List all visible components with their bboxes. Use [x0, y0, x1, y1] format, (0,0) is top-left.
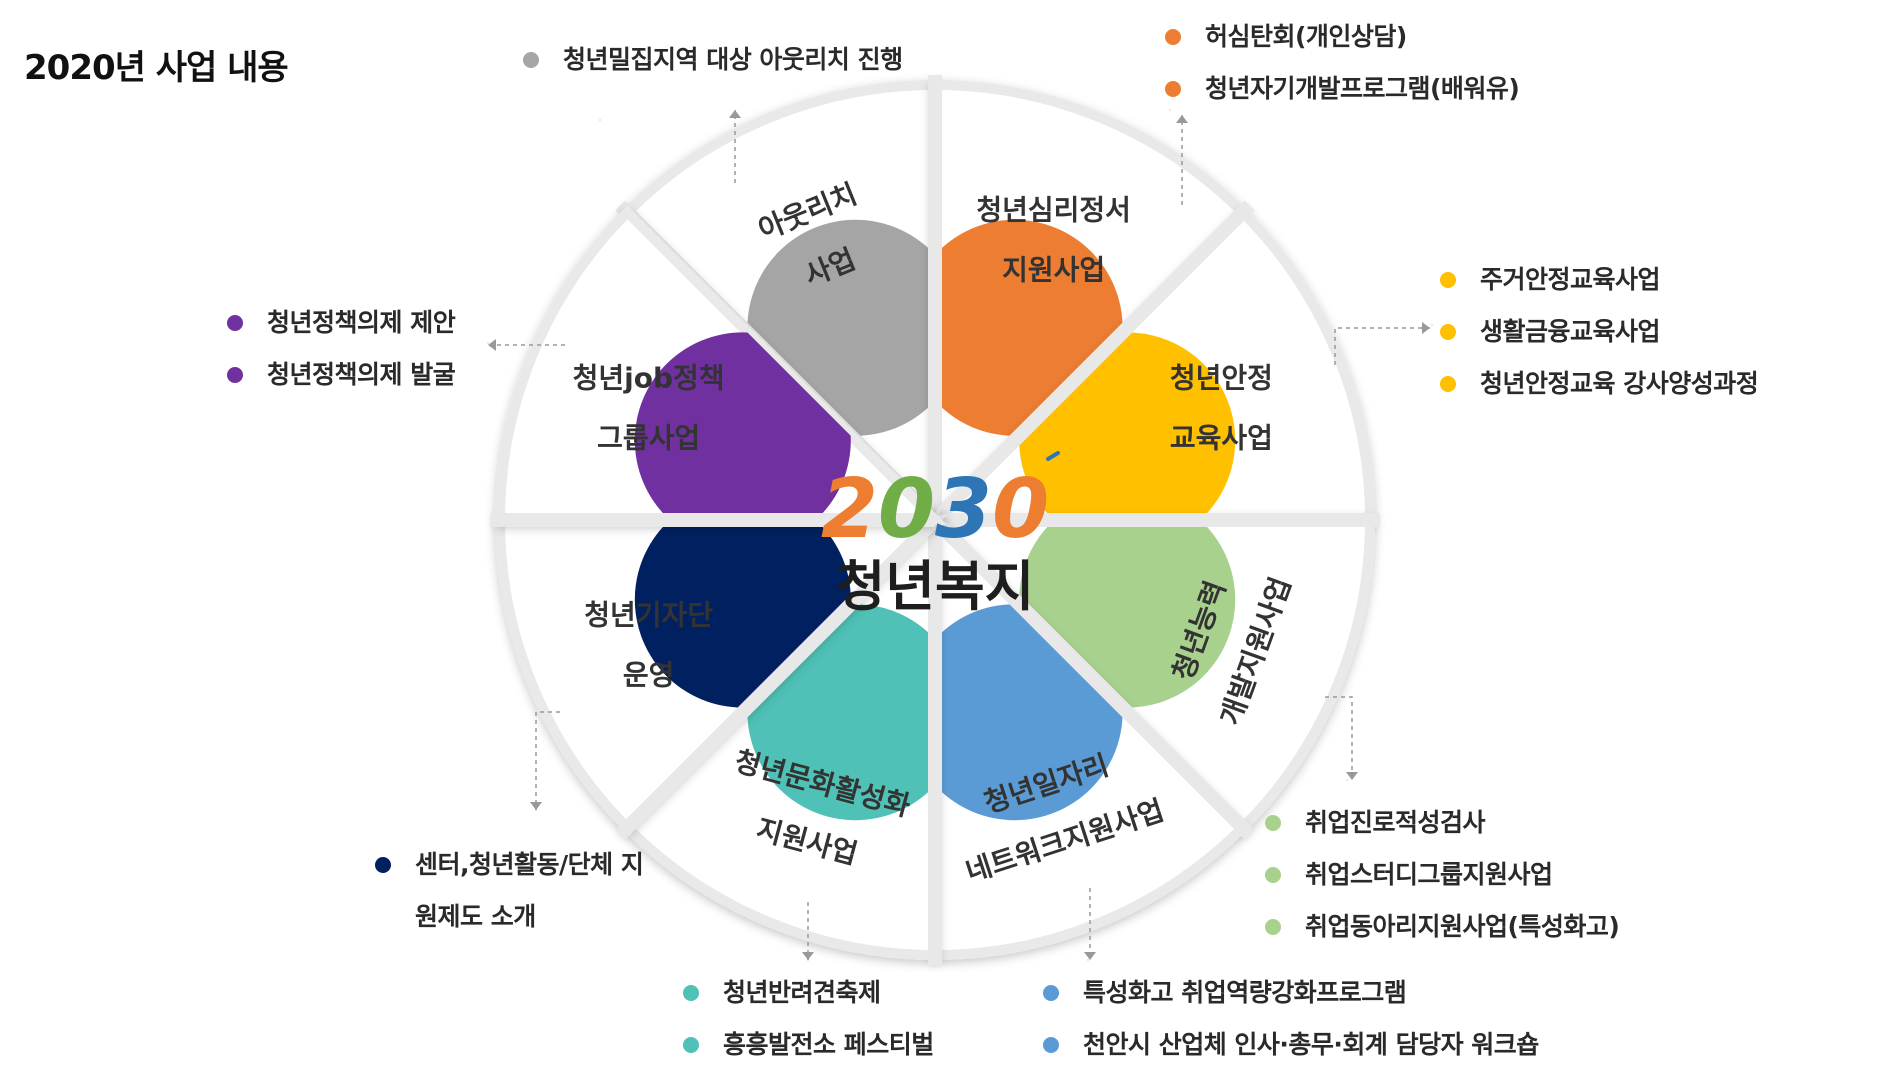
- note-item: 청년안정교육 강사양성과정: [1440, 369, 1758, 399]
- note-text: 허심탄회(개인상담): [1205, 22, 1407, 52]
- connector-stability: [1335, 328, 1430, 365]
- bullet-icon: [227, 367, 243, 383]
- segment-label-line: 운영: [623, 659, 675, 692]
- arrowhead-icon: [1084, 952, 1096, 960]
- segment-label-line: 지원사업: [1002, 254, 1105, 287]
- note-item: 생활금융교육사업: [1440, 317, 1758, 347]
- note-item: 주거안정교육사업: [1440, 265, 1758, 295]
- note-item: 천안시 산업체 인사·총무·회계 담당자 워크숍: [1043, 1030, 1539, 1060]
- note-item: 허심탄회(개인상담): [1165, 22, 1519, 52]
- bullet-icon: [1440, 272, 1456, 288]
- segment-label-line: 청년안정: [1170, 361, 1273, 394]
- logo-digit: 0: [878, 462, 935, 557]
- note-item: 센터,청년활동/단체 지원제도 소개: [375, 850, 645, 943]
- note-text: 청년반려견축제: [723, 978, 881, 1008]
- logo-subtitle: 청년복지: [836, 554, 1035, 618]
- note-item: 청년정책의제 제안: [227, 308, 455, 338]
- arrowhead-icon: [488, 339, 496, 351]
- arrowhead-icon: [530, 802, 542, 810]
- bullet-icon: [1165, 81, 1181, 97]
- logo-digit: 2: [821, 462, 878, 557]
- bullet-icon: [227, 315, 243, 331]
- arrowhead-icon: [1422, 322, 1430, 334]
- note-text: 주거안정교육사업: [1480, 265, 1660, 295]
- logo-digit: 3: [935, 462, 992, 557]
- arrowhead-icon: [1346, 772, 1358, 780]
- center-logo: 2030 청년복지: [821, 453, 1058, 618]
- logo-digit: 0: [992, 462, 1049, 557]
- note-text: 취업진로적성검사: [1305, 808, 1485, 838]
- note-item: 흥흥발전소 페스티벌: [683, 1030, 934, 1060]
- notes-reporters: 센터,청년활동/단체 지원제도 소개: [375, 850, 645, 965]
- note-text: 특성화고 취업역량강화프로그램: [1083, 978, 1406, 1008]
- segment-label-line: 교육사업: [1170, 421, 1273, 454]
- bullet-icon: [1165, 29, 1181, 45]
- note-item: 취업진로적성검사: [1265, 808, 1619, 838]
- note-text: 생활금융교육사업: [1480, 317, 1660, 347]
- arrowhead-icon: [802, 952, 814, 960]
- bullet-icon: [1440, 376, 1456, 392]
- note-item: 청년자기개발프로그램(배워유): [1165, 74, 1519, 104]
- bullet-icon: [1043, 985, 1059, 1001]
- logo-number: 2030: [821, 462, 1049, 557]
- note-item: 청년반려견축제: [683, 978, 934, 1008]
- note-text: 흥흥발전소 페스티벌: [723, 1030, 934, 1060]
- notes-outreach: 청년밀집지역 대상 아웃리치 진행: [523, 45, 903, 97]
- bullet-icon: [683, 985, 699, 1001]
- bullet-icon: [1265, 919, 1281, 935]
- note-item: 청년정책의제 발굴: [227, 360, 455, 390]
- bullet-icon: [1265, 815, 1281, 831]
- bullet-icon: [683, 1037, 699, 1053]
- note-text: 청년자기개발프로그램(배워유): [1205, 74, 1519, 104]
- note-text: 취업스터디그룹지원사업: [1305, 860, 1553, 890]
- note-text: 청년정책의제 제안: [267, 308, 455, 338]
- note-text: 센터,청년활동/단체 지원제도 소개: [415, 839, 645, 943]
- note-text: 청년안정교육 강사양성과정: [1480, 369, 1758, 399]
- note-item: 취업동아리지원사업(특성화고): [1265, 912, 1619, 942]
- bullet-icon: [1043, 1037, 1059, 1053]
- note-text: 천안시 산업체 인사·총무·회계 담당자 워크숍: [1083, 1030, 1539, 1060]
- segment-label-line: 청년job정책: [573, 361, 725, 394]
- note-text: 취업동아리지원사업(특성화고): [1305, 912, 1619, 942]
- bullet-icon: [375, 857, 391, 873]
- bullet-icon: [1440, 324, 1456, 340]
- segment-label-line: 청년기자단: [584, 599, 713, 632]
- note-item: 청년밀집지역 대상 아웃리치 진행: [523, 45, 903, 75]
- note-text: 청년정책의제 발굴: [267, 360, 455, 390]
- note-item: 취업스터디그룹지원사업: [1265, 860, 1619, 890]
- arrowhead-icon: [729, 110, 741, 118]
- bullet-icon: [523, 52, 539, 68]
- note-text: 청년밀집지역 대상 아웃리치 진행: [563, 45, 903, 75]
- bullet-icon: [1265, 867, 1281, 883]
- note-item: 특성화고 취업역량강화프로그램: [1043, 978, 1539, 1008]
- segment-label-line: 청년심리정서: [976, 194, 1131, 227]
- notes-psych: 허심탄회(개인상담) 청년자기개발프로그램(배워유): [1165, 22, 1519, 126]
- segment-label-line: 그룹사업: [597, 421, 700, 454]
